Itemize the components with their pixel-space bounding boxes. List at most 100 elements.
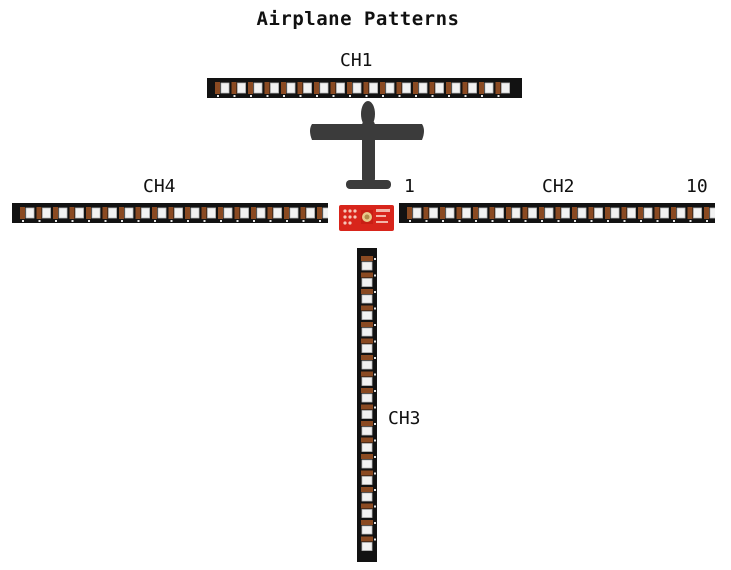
- led-pad: [374, 505, 376, 508]
- led-resistor: [361, 536, 373, 542]
- led-strip-pattern: [407, 207, 719, 222]
- led-strip-ch2: [399, 203, 719, 223]
- led-chip: [361, 344, 373, 353]
- led-pad: [250, 95, 252, 97]
- led-chip: [361, 261, 373, 271]
- led-pad: [374, 340, 376, 343]
- led-resistor: [462, 82, 468, 94]
- led-pad: [673, 220, 675, 222]
- led-pad: [374, 324, 376, 326]
- controller-board-icon: [339, 205, 394, 231]
- ch2-label: CH2: [542, 176, 575, 197]
- led-resistor: [36, 207, 42, 219]
- led-pad: [236, 220, 239, 222]
- led-pad: [475, 220, 477, 222]
- led-pad: [491, 220, 494, 222]
- led-resistor: [86, 207, 91, 219]
- led-chip: [361, 542, 373, 551]
- led-chip: [361, 294, 373, 304]
- led-resistor: [361, 322, 373, 327]
- led-resistor: [361, 305, 373, 311]
- led-resistor: [201, 207, 207, 219]
- led-resistor: [361, 437, 373, 443]
- led-pad: [398, 95, 401, 97]
- led-pad: [442, 220, 444, 222]
- led-pad: [316, 95, 318, 97]
- led-resistor: [473, 207, 478, 219]
- led-resistor: [185, 207, 190, 219]
- led-chip: [594, 207, 603, 219]
- ch2-first-led-label: 1: [404, 176, 415, 197]
- led-resistor: [539, 207, 544, 219]
- led-resistor: [396, 82, 402, 94]
- led-chip: [306, 207, 315, 219]
- led-chip: [157, 207, 167, 219]
- led-strip-ch4: [12, 203, 332, 223]
- led-resistor: [347, 82, 352, 94]
- led-pad: [266, 95, 269, 97]
- led-pad: [104, 220, 107, 222]
- led-pad: [22, 220, 24, 222]
- led-resistor: [361, 388, 373, 393]
- led-resistor: [572, 207, 577, 219]
- airplane-icon: [310, 101, 424, 189]
- led-pad: [374, 357, 376, 359]
- led-resistor: [361, 289, 373, 294]
- led-resistor: [251, 207, 256, 219]
- led-resistor: [440, 207, 445, 219]
- led-chip: [511, 207, 521, 219]
- led-resistor: [522, 207, 528, 219]
- led-resistor: [671, 207, 676, 219]
- led-chip: [412, 207, 422, 219]
- led-chip: [289, 207, 299, 219]
- led-resistor: [413, 82, 418, 94]
- led-resistor: [407, 207, 412, 219]
- led-chip: [322, 207, 332, 219]
- led-chip: [361, 377, 373, 386]
- led-pad: [283, 95, 285, 97]
- led-resistor: [423, 207, 429, 219]
- led-chip: [577, 207, 587, 219]
- led-resistor: [218, 207, 223, 219]
- led-chip: [361, 278, 373, 287]
- led-resistor: [135, 207, 141, 219]
- led-chip: [141, 207, 150, 219]
- led-pad: [623, 220, 626, 222]
- led-chip: [240, 207, 249, 219]
- led-resistor: [489, 207, 495, 219]
- led-pad: [286, 220, 288, 222]
- led-chip: [361, 426, 373, 436]
- led-resistor: [361, 520, 373, 525]
- led-resistor: [300, 207, 306, 219]
- led-chip: [361, 410, 373, 419]
- led-resistor: [361, 503, 373, 509]
- led-resistor: [215, 82, 220, 94]
- led-chip: [108, 207, 117, 219]
- led-chip: [361, 311, 373, 320]
- led-pad: [187, 220, 189, 222]
- led-chip: [445, 207, 455, 219]
- led-resistor: [234, 207, 240, 219]
- led-pad: [203, 220, 206, 222]
- led-chip: [429, 207, 438, 219]
- led-chip: [42, 207, 51, 219]
- led-chip: [361, 327, 373, 337]
- led-chip: [361, 476, 373, 485]
- led-resistor: [361, 338, 373, 344]
- led-pad: [269, 220, 272, 222]
- led-chip: [468, 82, 477, 94]
- led-pad: [170, 220, 173, 222]
- led-chip: [361, 360, 373, 370]
- led-chip: [319, 82, 329, 94]
- led-pad: [409, 220, 411, 222]
- led-chip: [352, 82, 362, 94]
- led-chip: [58, 207, 68, 219]
- led-resistor: [361, 470, 373, 476]
- led-pad: [541, 220, 543, 222]
- led-resistor: [361, 404, 373, 410]
- led-pad: [706, 220, 708, 222]
- led-chip: [676, 207, 686, 219]
- led-chip: [402, 82, 411, 94]
- led-pad: [374, 439, 376, 442]
- led-resistor: [363, 82, 369, 94]
